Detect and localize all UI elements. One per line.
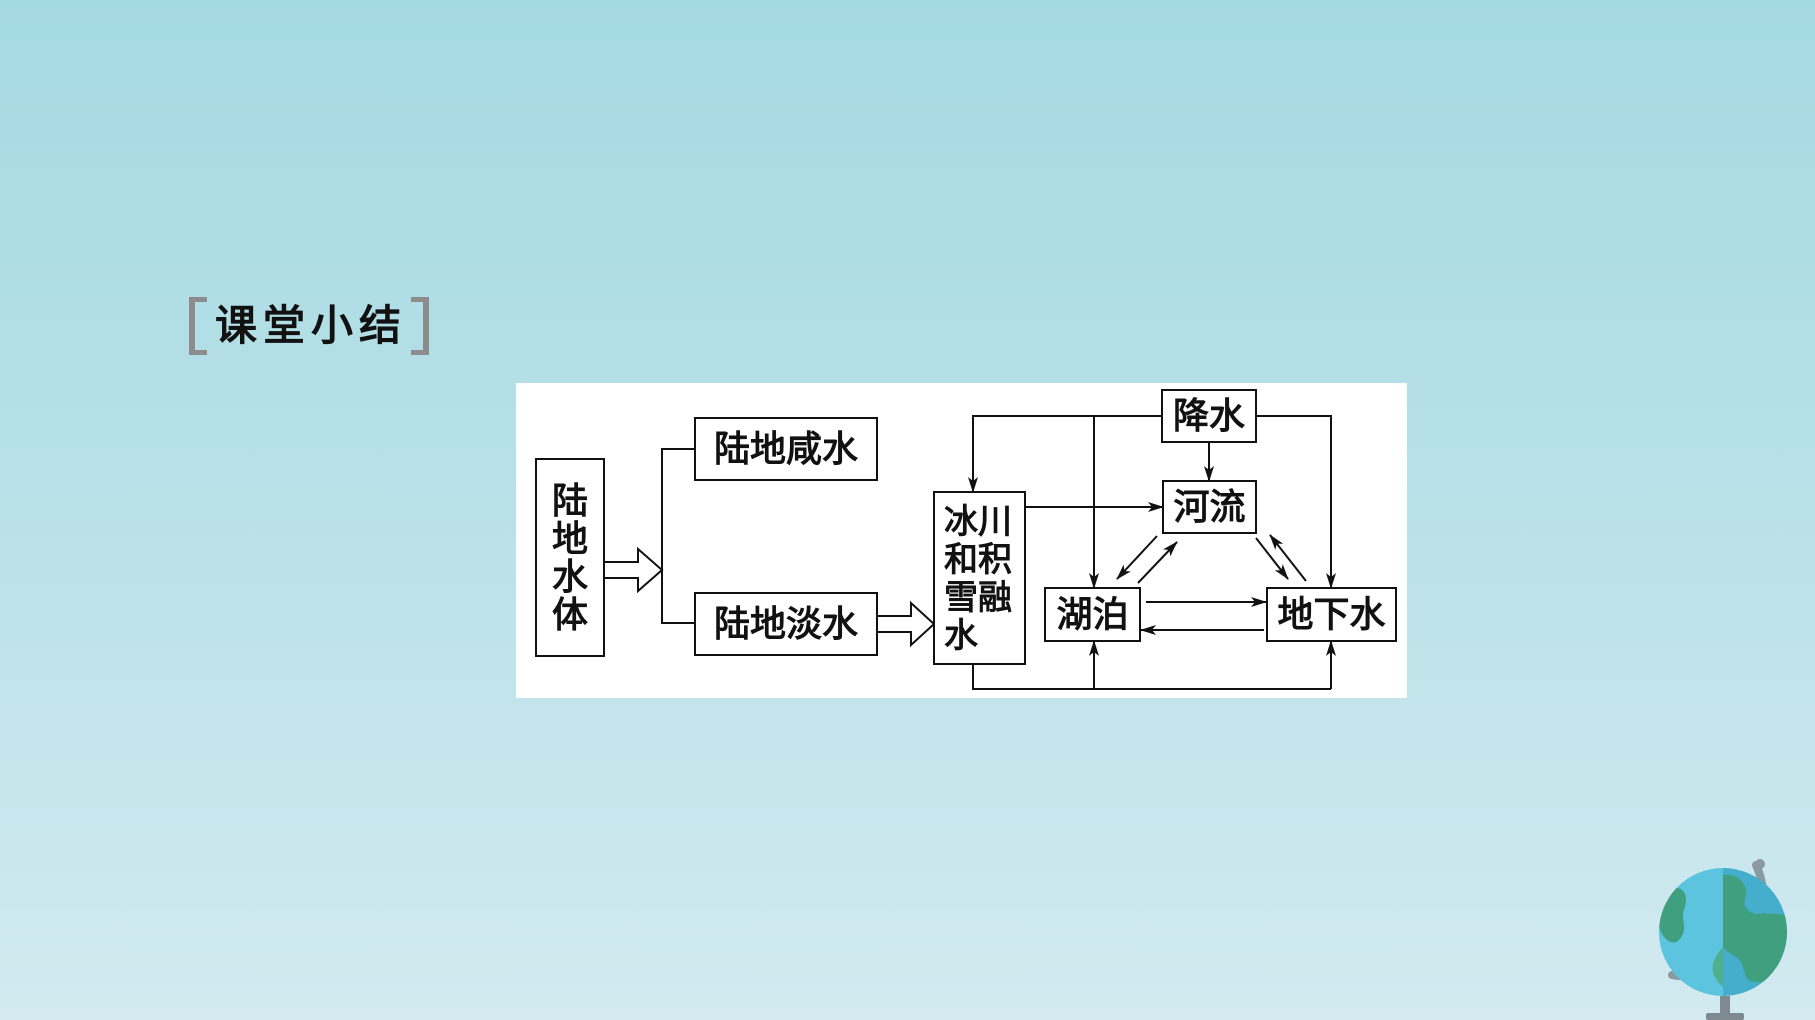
salt-water-label: 陆地咸水 <box>714 428 859 470</box>
box-lake: 湖泊 <box>1044 587 1141 642</box>
title-left-bracket <box>189 297 207 355</box>
water-body-diagram: 陆 地 水 体 陆地咸水 陆地淡水 冰川 和积 雪融 水 降水 河流 <box>516 383 1407 698</box>
hollow-arrow-land-to-branch <box>603 546 664 594</box>
box-salt-water: 陆地咸水 <box>694 417 878 481</box>
box-land-water: 陆 地 水 体 <box>535 458 605 657</box>
diagram-canvas: 陆 地 水 体 陆地咸水 陆地淡水 冰川 和积 雪融 水 降水 河流 <box>535 389 1397 690</box>
arrow-river-to-groundwater <box>1255 537 1289 580</box>
land-water-char-1: 陆 <box>552 480 588 522</box>
box-river: 河流 <box>1162 480 1257 534</box>
globe-icon <box>1659 859 1787 1020</box>
arrow-groundwater-to-river <box>1269 534 1307 582</box>
river-label: 河流 <box>1173 486 1245 528</box>
box-glacier-snowmelt: 冰川 和积 雪融 水 <box>933 491 1026 665</box>
glacier-line-4: 水 <box>944 616 979 656</box>
lake-label: 湖泊 <box>1056 594 1128 636</box>
branch-bracket <box>661 448 695 624</box>
land-water-char-4: 体 <box>552 594 588 636</box>
land-water-char-3: 水 <box>552 556 589 598</box>
glacier-line-3: 雪融 <box>944 578 1012 618</box>
arrow-river-to-lake <box>1116 535 1158 580</box>
arrow-precip-to-glacier <box>968 415 1162 493</box>
precipitation-label: 降水 <box>1173 395 1246 437</box>
box-fresh-water: 陆地淡水 <box>694 592 878 656</box>
box-precipitation: 降水 <box>1161 389 1257 443</box>
glacier-line-1: 冰川 <box>944 502 1012 542</box>
glacier-line-2: 和积 <box>944 540 1012 580</box>
arrow-precip-to-groundwater <box>1256 415 1336 589</box>
groundwater-label: 地下水 <box>1277 594 1386 636</box>
hollow-arrow-fresh-to-glacier <box>876 600 936 648</box>
title-text: 课堂小结 <box>215 301 408 350</box>
arrow-lake-to-river <box>1137 541 1178 584</box>
title-right-bracket <box>411 297 430 355</box>
section-title: 课堂小结 <box>189 297 430 355</box>
glacier-bottom-line <box>972 664 1331 690</box>
box-groundwater: 地下水 <box>1266 587 1397 642</box>
land-water-char-2: 地 <box>552 518 588 560</box>
fresh-water-label: 陆地淡水 <box>714 603 859 645</box>
